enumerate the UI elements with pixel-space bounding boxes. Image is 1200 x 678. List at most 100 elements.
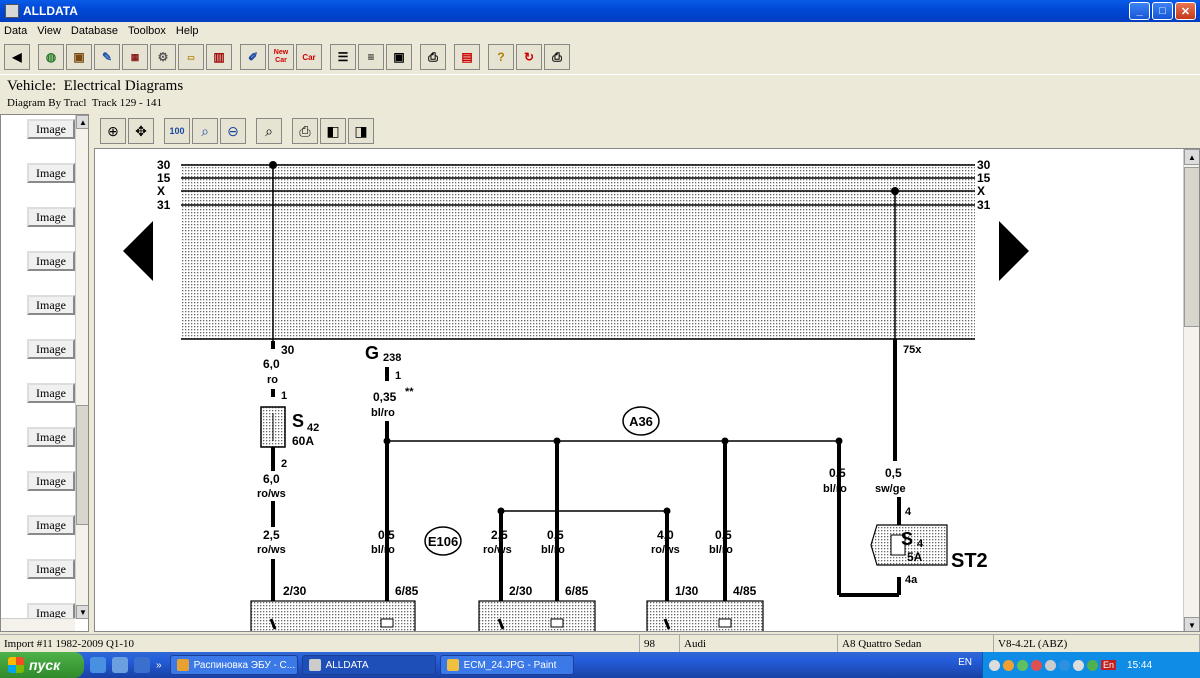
wire-label: 0,35: [373, 390, 397, 404]
image-list-panel: Image Image Image Image Image Image Imag…: [0, 114, 89, 632]
edit-button[interactable]: ✐: [240, 44, 266, 70]
task-paint[interactable]: ECM_24.JPG - Paint: [439, 655, 574, 675]
ie-icon[interactable]: [90, 657, 106, 673]
diagram-scrollbar[interactable]: ▲ ▼: [1183, 149, 1199, 631]
note-button[interactable]: ▤: [454, 44, 480, 70]
wire-label: 4,0: [657, 528, 674, 542]
diagram-viewport[interactable]: 30 15 X 31 30 15 X 31 30 6,0 ro 1 S: [94, 148, 1200, 632]
wire-label: 0,5: [547, 528, 564, 542]
minimize-button[interactable]: _: [1129, 2, 1150, 20]
print-button[interactable]: ⎙: [420, 44, 446, 70]
next-image-icon: ◨: [354, 122, 368, 139]
book-button[interactable]: ▥: [206, 44, 232, 70]
menu-view[interactable]: View: [37, 25, 61, 37]
zoom-out-button[interactable]: ⊖: [220, 118, 246, 144]
image-button[interactable]: Image: [27, 383, 75, 403]
status-model: A8 Quattro Sedan: [838, 635, 994, 653]
quicklaunch-chevron-icon[interactable]: »: [156, 659, 162, 671]
system-tray: En 15:44: [982, 652, 1200, 678]
component-label: 238: [383, 352, 401, 364]
e106-node: [424, 526, 462, 556]
scroll-thumb[interactable]: [76, 405, 88, 525]
zoom-fit-icon: ⌕: [201, 122, 209, 139]
wire-label: 1: [281, 390, 287, 402]
image-button[interactable]: Image: [27, 471, 75, 491]
zoom-in-icon: ⊕: [107, 122, 119, 139]
image-list-scrollbar[interactable]: ▲ ▼: [75, 115, 88, 619]
image-button[interactable]: Image: [27, 251, 75, 271]
next-image-button[interactable]: ◨: [348, 118, 374, 144]
explorer-icon[interactable]: [134, 657, 150, 673]
menu-help[interactable]: Help: [175, 25, 199, 37]
tray-icon[interactable]: [1073, 659, 1084, 671]
tray-icon[interactable]: [1003, 659, 1014, 671]
image-button[interactable]: Image: [27, 339, 75, 359]
fuse-label: 5A: [907, 550, 923, 564]
text-button[interactable]: ≡: [358, 44, 384, 70]
labor-time-button[interactable]: ▦: [122, 44, 148, 70]
image-button[interactable]: Image: [27, 559, 75, 579]
pan-button[interactable]: ✥: [128, 118, 154, 144]
tray-icon[interactable]: [1017, 659, 1028, 671]
gears-button[interactable]: ⚙: [150, 44, 176, 70]
wire-label: 6,0: [263, 357, 280, 371]
close-button[interactable]: ✕: [1175, 2, 1196, 20]
car-button[interactable]: Car: [296, 44, 322, 70]
image-button[interactable]: Image: [27, 163, 75, 183]
task-alldata[interactable]: ALLDATA: [301, 655, 436, 675]
back-button[interactable]: ◀: [4, 44, 30, 70]
recall-button[interactable]: ▭: [178, 44, 204, 70]
zoom-in-button[interactable]: ⊕: [100, 118, 126, 144]
globe-button[interactable]: ◍: [38, 44, 64, 70]
image-view-button[interactable]: ▣: [386, 44, 412, 70]
image-button[interactable]: Image: [27, 515, 75, 535]
menu-toolbox[interactable]: Toolbox: [128, 25, 166, 37]
tray-language[interactable]: En: [1101, 660, 1117, 670]
taskbar: пуск » Распиновка ЭБУ - С... ALLDATA ECM…: [0, 652, 1200, 678]
image-button[interactable]: Image: [27, 119, 75, 139]
image-button[interactable]: Image: [27, 295, 75, 315]
toolbox-button[interactable]: ▣: [66, 44, 92, 70]
book-icon: ▥: [213, 50, 225, 64]
language-indicator[interactable]: EN: [958, 657, 972, 668]
diagram-line: Diagram By Tracl Track 129 - 141: [7, 97, 162, 109]
volume-icon[interactable]: [1045, 659, 1056, 671]
bus-label-right: X: [977, 184, 985, 198]
bluetooth-icon[interactable]: [1059, 659, 1070, 671]
task-pinout[interactable]: Распиновка ЭБУ - С...: [169, 655, 298, 675]
zoom-100-button[interactable]: 100: [164, 118, 190, 144]
text-view-button[interactable]: ☰: [330, 44, 356, 70]
image-list-hscrollbar[interactable]: [1, 618, 75, 631]
start-button[interactable]: пуск: [0, 652, 84, 678]
prev-page-arrow[interactable]: [123, 221, 153, 281]
new-car-button[interactable]: New Car: [268, 44, 294, 70]
diagram-print-button[interactable]: ⎙: [292, 118, 318, 144]
scroll-up-icon[interactable]: ▲: [76, 115, 88, 129]
scroll-down-icon[interactable]: ▼: [76, 605, 88, 619]
wire-label: 0,5: [378, 528, 395, 542]
help-button[interactable]: ?: [488, 44, 514, 70]
menu-database[interactable]: Database: [70, 25, 118, 37]
tray-icon[interactable]: [1087, 659, 1098, 671]
magnify-button[interactable]: ⌕: [256, 118, 282, 144]
zoom-fit-button[interactable]: ⌕: [192, 118, 218, 144]
print2-button[interactable]: ⎙: [544, 44, 570, 70]
info-button[interactable]: ↻: [516, 44, 542, 70]
print2-icon: ⎙: [552, 49, 562, 64]
image-button[interactable]: Image: [27, 207, 75, 227]
status-database: Import #11 1982-2009 Q1-10: [0, 635, 640, 653]
tray-icon[interactable]: [989, 659, 1000, 671]
next-page-arrow[interactable]: [999, 221, 1029, 281]
scroll-down-icon[interactable]: ▼: [1184, 617, 1199, 631]
maximize-button[interactable]: □: [1152, 2, 1173, 20]
scroll-thumb[interactable]: [1184, 167, 1199, 327]
prev-image-icon: ◧: [326, 122, 340, 139]
image-button[interactable]: Image: [27, 427, 75, 447]
tray-icon[interactable]: [1031, 659, 1042, 671]
track-range: Track 129 - 141: [91, 97, 162, 109]
desktop-icon[interactable]: [112, 657, 128, 673]
menu-data[interactable]: Data: [4, 25, 28, 37]
tools-button[interactable]: ✎: [94, 44, 120, 70]
scroll-up-icon[interactable]: ▲: [1184, 149, 1199, 165]
prev-image-button[interactable]: ◧: [320, 118, 346, 144]
